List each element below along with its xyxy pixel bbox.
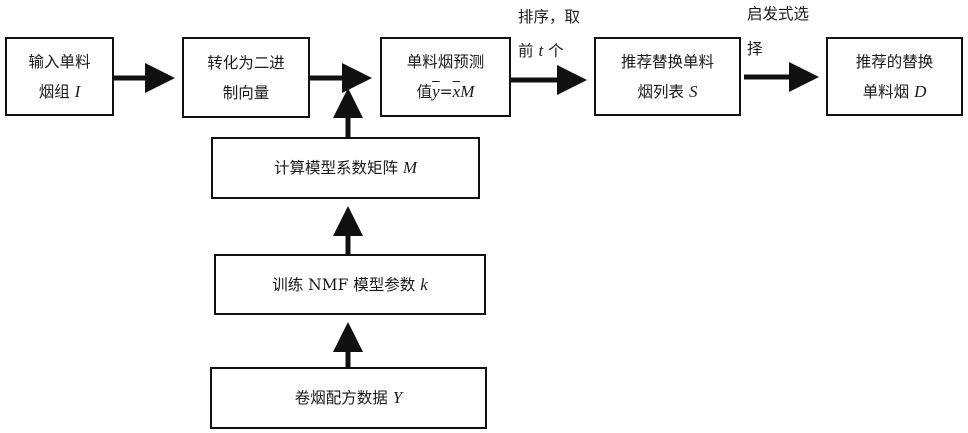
variable-t: t xyxy=(538,41,544,60)
node-label-line1: 推荐替换单料 xyxy=(620,52,714,71)
node-label-text: 烟组 xyxy=(38,82,75,101)
node-binary-vector: 转化为二进 制向量 xyxy=(182,37,310,118)
node-label-line2: 单料烟 D xyxy=(863,77,927,107)
node-label-line1: 转化为二进 xyxy=(207,53,285,72)
node-label: 卷烟配方数据 Y xyxy=(295,383,402,413)
edge-label-sort-line1: 排序，取 xyxy=(518,8,581,26)
node-train-nmf: 训练 NMF 模型参数 k xyxy=(214,254,486,315)
equals-sign: = xyxy=(439,83,453,101)
node-label-text: 卷烟配方数据 xyxy=(294,389,393,407)
node-formula: 值y=xM xyxy=(417,77,475,107)
node-label: 计算模型系数矩阵 M xyxy=(274,153,417,183)
variable-x-bar: x xyxy=(452,82,461,101)
node-label-line2: 制向量 xyxy=(222,83,270,102)
node-label-text: 值 xyxy=(416,83,433,101)
variable-S: S xyxy=(688,81,698,101)
edge-label-heuristic-line2: 择 xyxy=(747,40,763,58)
edge-label-sort-line2: 前 t 个 xyxy=(518,41,564,61)
variable-k: k xyxy=(420,274,428,294)
node-recommended-result: 推荐的替换 单料烟 D xyxy=(826,37,963,116)
variable-D: D xyxy=(914,81,927,101)
edge-label-text: 个 xyxy=(543,42,564,60)
node-predict-value: 单料烟预测 值y=xM xyxy=(380,37,511,117)
node-input-single-tobacco-group: 输入单料 烟组 I xyxy=(5,37,114,116)
node-coefficient-matrix: 计算模型系数矩阵 M xyxy=(211,137,480,199)
node-label-text: 计算模型系数矩阵 xyxy=(273,159,403,177)
variable-y-bar: y xyxy=(432,82,440,101)
node-label-line2: 烟组 I xyxy=(39,77,81,107)
node-label-line1: 推荐的替换 xyxy=(855,52,934,71)
node-recommend-list: 推荐替换单料 烟列表 S xyxy=(594,37,741,116)
node-label-text: 训练 NMF 模型参数 xyxy=(272,275,421,294)
node-label-text: 单料烟 xyxy=(862,82,915,101)
variable-I: I xyxy=(74,81,81,101)
variable-M: M xyxy=(402,158,418,177)
node-formula-data: 卷烟配方数据 Y xyxy=(210,367,487,429)
edge-label-text: 前 xyxy=(518,42,539,60)
node-label-text: 烟列表 xyxy=(637,82,689,101)
variable-M: M xyxy=(460,82,475,101)
node-label-line2: 烟列表 S xyxy=(638,77,698,107)
node-label-line1: 输入单料 xyxy=(28,52,91,71)
node-label-line1: 单料烟预测 xyxy=(406,53,485,71)
variable-Y: Y xyxy=(392,388,403,407)
node-label: 训练 NMF 模型参数 k xyxy=(272,270,428,300)
edge-label-heuristic-line1: 启发式选 xyxy=(747,5,810,23)
